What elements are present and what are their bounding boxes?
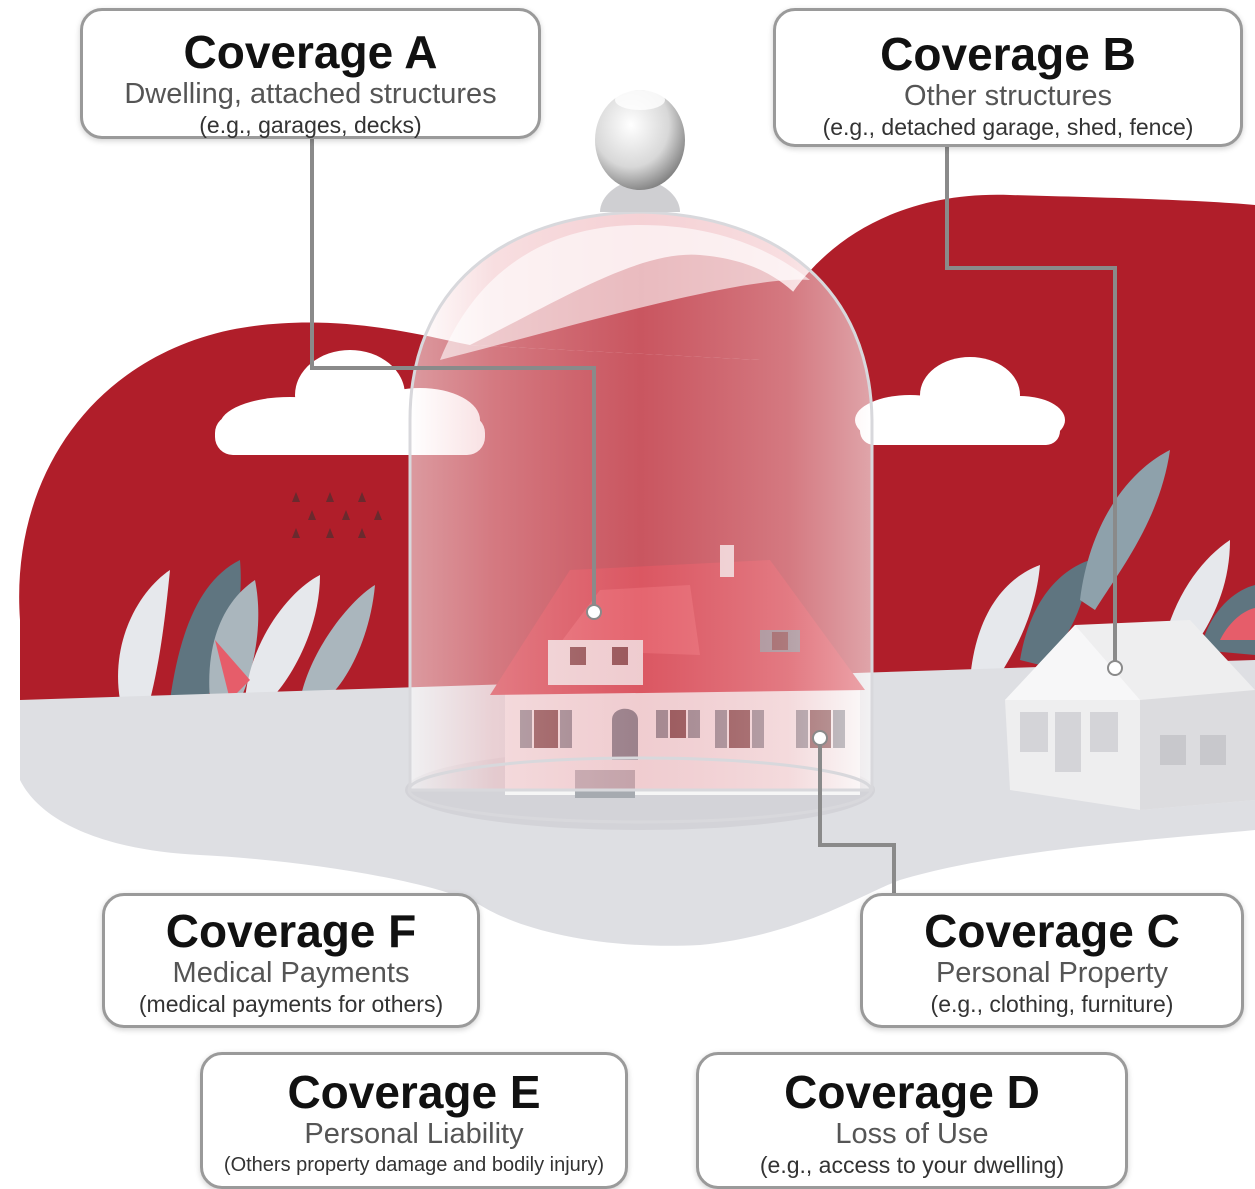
coverage-c-subtitle: Personal Property	[935, 957, 1169, 989]
leaves-icon	[118, 560, 375, 700]
coverage-a-subtitle: Dwelling, attached structures	[124, 78, 497, 110]
leaves-icon	[970, 450, 1255, 690]
cloud-icon	[855, 357, 1065, 445]
coverage-f-card: Coverage F Medical Payments (medical pay…	[102, 893, 480, 1028]
coverage-a-examples: (e.g., garages, decks)	[199, 112, 422, 138]
coverage-d-examples: (e.g., access to your dwelling)	[759, 1152, 1065, 1178]
coverage-c-card: Coverage C Personal Property (e.g., clot…	[860, 893, 1244, 1028]
coverage-e-examples: (Others property damage and bodily injur…	[223, 1154, 605, 1176]
leader-line-coverage-c	[818, 738, 896, 895]
coverage-b-examples: (e.g., detached garage, shed, fence)	[822, 114, 1194, 140]
coverage-c-title: Coverage C	[924, 905, 1180, 957]
rain-icon	[292, 492, 382, 538]
glass-dome	[407, 90, 874, 824]
coverage-b-subtitle: Other structures	[904, 80, 1112, 112]
coverage-e-subtitle: Personal Liability	[304, 1118, 524, 1150]
coverage-b-card: Coverage B Other structures (e.g., detac…	[773, 8, 1243, 147]
coverage-d-card: Coverage D Loss of Use (e.g., access to …	[696, 1052, 1128, 1189]
marker-dot-coverage-b	[1107, 660, 1123, 676]
detached-structure	[1005, 620, 1255, 810]
coverage-a-title: Coverage A	[183, 26, 438, 78]
coverage-e-title: Coverage E	[287, 1066, 541, 1118]
coverage-d-title: Coverage D	[784, 1066, 1040, 1118]
leader-line-coverage-b	[945, 146, 1117, 668]
coverage-f-subtitle: Medical Payments	[172, 957, 410, 989]
coverage-c-examples: (e.g., clothing, furniture)	[930, 991, 1174, 1017]
coverage-d-subtitle: Loss of Use	[835, 1118, 989, 1150]
leader-line-coverage-a	[310, 138, 596, 612]
coverage-a-card: Coverage A Dwelling, attached structures…	[80, 8, 541, 139]
coverage-e-card: Coverage E Personal Liability (Others pr…	[200, 1052, 628, 1189]
marker-dot-coverage-c	[812, 730, 828, 746]
coverage-b-title: Coverage B	[880, 28, 1136, 80]
coverage-f-title: Coverage F	[165, 905, 417, 957]
marker-dot-coverage-a	[586, 604, 602, 620]
coverage-f-examples: (medical payments for others)	[138, 991, 444, 1017]
